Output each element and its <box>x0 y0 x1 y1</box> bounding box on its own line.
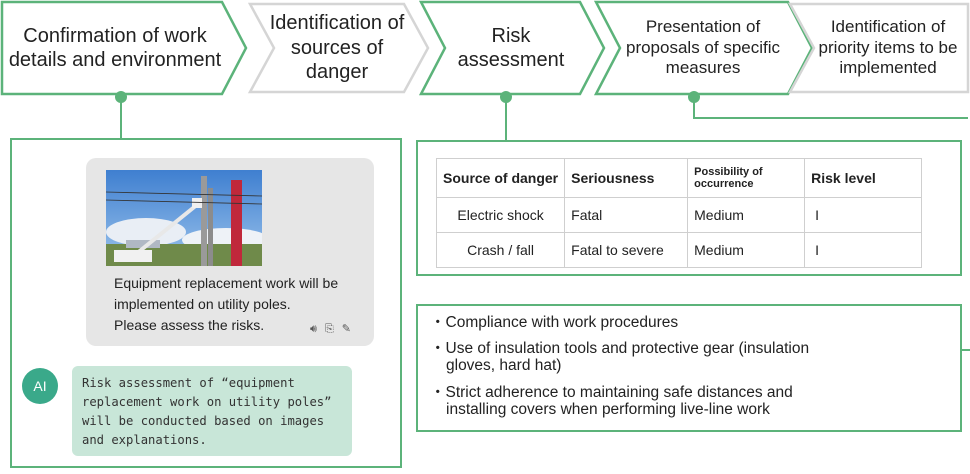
connector-step4 <box>693 97 968 119</box>
table-cell: Electric shock <box>435 197 566 233</box>
table-cell: Fatal <box>564 197 689 233</box>
table-cell: I <box>804 232 923 268</box>
edit-icon[interactable]: ✎ <box>341 323 359 335</box>
ai-avatar: AI <box>22 368 58 404</box>
speaker-icon[interactable]: 🔊︎ <box>310 323 325 335</box>
message-actions: 🔊︎⎘✎ <box>310 322 359 336</box>
table-cell: Crash / fall <box>435 232 566 268</box>
measure-item-continued: gloves, hard hat) <box>446 357 562 374</box>
user-message-line: implemented on utility poles. <box>114 296 291 312</box>
column-header: Risk level <box>804 158 923 198</box>
flow-step-2-shape <box>247 2 430 94</box>
risk-table: Source of danger Seriousness Possibility… <box>435 158 923 268</box>
ai-message-line: will be conducted based on images <box>82 414 325 428</box>
flow-step-3-shape <box>418 0 606 96</box>
measure-item: ・Compliance with work procedures <box>430 314 679 331</box>
column-header: Possibility of occurrence <box>687 158 806 198</box>
flow-step-3-label: Risk assessment <box>457 24 565 71</box>
ai-message-line: replacement work on utility poles” <box>82 395 332 409</box>
connector-dot-step3 <box>500 91 512 103</box>
measure-item: ・Use of insulation tools and protective … <box>430 340 810 357</box>
table-cell: Medium <box>687 197 806 233</box>
table-cell: Fatal to severe <box>564 232 689 268</box>
table-row: Crash / fall Fatal to severe Medium I <box>435 232 923 268</box>
flow-step-4-shape <box>593 0 814 96</box>
column-header: Source of danger <box>435 158 566 198</box>
flow-step-2-label: Identification of sources of danger <box>269 12 405 84</box>
column-header: Seriousness <box>564 158 689 198</box>
ai-message-line: Risk assessment of “equipment <box>82 376 295 390</box>
flow-step-1-label: Confirmation of work details and environ… <box>8 24 222 71</box>
ai-message-bubble: Risk assessment of “equipment replacemen… <box>72 366 352 456</box>
flow-step-1-shape <box>0 0 248 96</box>
table-header-row: Source of danger Seriousness Possibility… <box>435 158 923 198</box>
utility-pole-photo <box>106 170 262 266</box>
copy-icon[interactable]: ⎘ <box>324 323 342 335</box>
user-message-line: Equipment replacement work will be <box>114 275 339 291</box>
connector-dot-step4 <box>688 91 700 103</box>
flow-step-4-label: Presentation of proposals of specific me… <box>625 16 781 78</box>
measure-item: ・Strict adherence to maintaining safe di… <box>430 384 793 401</box>
flow-step-5-shape <box>787 2 970 94</box>
table-cell: I <box>804 197 923 233</box>
table-row: Electric shock Fatal Medium I <box>435 197 923 233</box>
connector-dot-step1 <box>115 91 127 103</box>
measure-item-continued: installing covers when performing live-l… <box>446 401 770 418</box>
flow-step-5-label: Identification of priority items to be i… <box>818 16 958 78</box>
user-message-line: Please assess the risks. <box>114 317 265 333</box>
user-message-text: Equipment replacement work will be imple… <box>114 274 364 335</box>
table-cell: Medium <box>687 232 806 268</box>
ai-message-line: and explanations. <box>82 433 207 447</box>
measures-panel <box>416 304 962 432</box>
